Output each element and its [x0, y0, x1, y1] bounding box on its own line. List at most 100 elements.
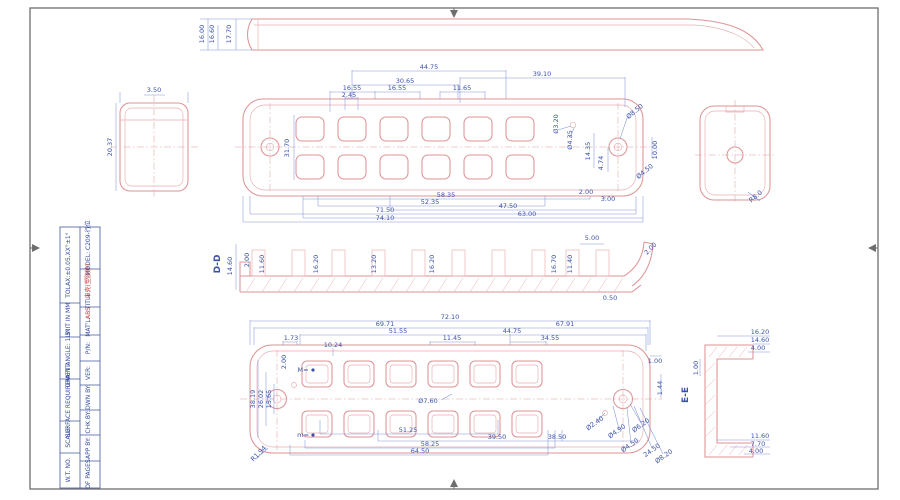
dim-label: 16.00	[198, 25, 206, 44]
dim-label: 4.00	[749, 447, 763, 455]
dim-label: 52.35	[421, 198, 440, 206]
dim-label: 51.55	[389, 327, 408, 335]
front-buttons	[295, 116, 535, 180]
button-hole	[385, 360, 417, 388]
dim-label: 10.00	[651, 141, 659, 160]
dim-label: 1.73	[284, 334, 298, 342]
dim-label: 7.70	[751, 440, 765, 448]
button-hole	[301, 410, 333, 438]
dim-label: 11.40	[566, 255, 574, 274]
section-dd: D-D 14.60 2.00 11.60 16.20 13.20 16.20 5…	[213, 234, 659, 302]
dim-label: 71.50	[376, 206, 395, 214]
dim-label: 11.60	[258, 255, 266, 274]
dim-label: 14.60	[751, 336, 770, 344]
dim-label: 51.25	[399, 426, 418, 434]
dim-label: 64.50	[411, 447, 430, 455]
section-dd-label: D-D	[213, 255, 223, 274]
dim-label: 2.45	[342, 91, 356, 99]
dim-label: 17.70	[225, 25, 233, 44]
dim-label: 11.65	[453, 84, 472, 92]
dim-label: 3.50	[147, 86, 161, 94]
button-hole	[421, 116, 451, 142]
app-by-field: APP BY:	[85, 437, 92, 459]
button-hole	[337, 154, 367, 180]
dim-label: 2.00	[579, 188, 593, 196]
dim-label: 30.65	[396, 77, 415, 85]
button-hole	[463, 116, 493, 142]
button-hole	[427, 410, 459, 438]
chk-by-field: CHK BY:	[85, 410, 92, 433]
button-hole	[385, 410, 417, 438]
dim-label: 63.00	[518, 210, 537, 218]
dim-label: 39.50	[488, 433, 507, 441]
dim-label: 4.74	[597, 156, 605, 170]
material-value: ABS	[85, 307, 92, 319]
back-view: M= m= 72.10 69.71 67.91 51.55 44.75 1.73…	[240, 313, 674, 465]
dim-label: 58.25	[421, 440, 440, 448]
dim-label: R1.94	[249, 444, 268, 463]
m-mark: M=	[297, 366, 308, 374]
dim-label: 34.55	[541, 334, 560, 342]
dim-label: 3.00	[601, 195, 615, 203]
dim-label: 13.20	[370, 255, 378, 274]
dim-label: 16.20	[428, 255, 436, 274]
right-end-view: R8.0	[695, 100, 775, 204]
button-hole	[421, 154, 451, 180]
button-hole	[427, 360, 459, 388]
dim-label: 58.35	[437, 191, 456, 199]
button-hole	[379, 116, 409, 142]
dim-label: 16.70	[550, 255, 558, 274]
button-hole	[469, 360, 501, 388]
dim-label: 44.75	[420, 63, 439, 71]
tolerance-note: TOLAX:±0.05,XX°±1°	[65, 232, 72, 298]
dim-label: 10.24	[324, 341, 343, 349]
ver-field: VER:	[85, 366, 92, 380]
wt-no-field: W.T. NO.	[65, 458, 72, 483]
dim-label: 16.55	[343, 84, 362, 92]
button-hole	[295, 154, 325, 180]
dim-label: 14.60	[226, 257, 234, 276]
dim-label: 16.20	[751, 328, 770, 336]
button-hole	[379, 154, 409, 180]
dim-label: Ø3.20	[552, 114, 560, 134]
title-label: TITLE:	[85, 291, 92, 310]
dim-label: 69.71	[376, 320, 395, 328]
dim-label: 1.00	[692, 361, 700, 375]
dim-label: 0.50	[603, 294, 617, 302]
dim-label: 11.45	[443, 334, 462, 342]
dim-label: 38.50	[548, 433, 567, 441]
dim-label: 20.37	[106, 138, 114, 157]
button-hole	[343, 410, 375, 438]
dim-label: 2.00	[280, 355, 288, 369]
dim-label: 47.50	[499, 202, 518, 210]
dim-label: 2.00	[243, 253, 251, 267]
dim-label: 2.00	[643, 241, 659, 257]
dim-label: 16.20	[312, 255, 320, 274]
dim-label: 67.91	[556, 320, 575, 328]
dim-label: 14.35	[584, 142, 592, 161]
dim-label: 4.00	[751, 344, 765, 352]
button-hole	[295, 116, 325, 142]
dim-label: 1.44	[656, 381, 664, 395]
button-hole	[463, 154, 493, 180]
dim-label: Ø2.40	[585, 414, 606, 432]
surface-note: SURFACE REQUIREMENT:	[65, 363, 72, 437]
dim-label: 15.65	[265, 390, 273, 409]
dim-label: 16.55	[388, 84, 407, 92]
dim-label: 44.75	[503, 327, 522, 335]
pages-field: OF PAGES	[85, 459, 92, 489]
dim-label: 26.02	[257, 390, 265, 409]
button-hole	[511, 360, 543, 388]
dim-label: Ø4.50	[635, 162, 655, 181]
back-buttons	[301, 360, 543, 438]
dim-label: Ø4.90	[607, 422, 628, 440]
dim-label: Ø7.60	[418, 397, 438, 405]
title-block: TOLAX:±0.05,XX°±1° UNIT IN MM DRAFT ANGL…	[59, 220, 101, 489]
unit-note: UNIT IN MM	[65, 303, 72, 338]
top-side-view: 16.00 16.60 17.70	[198, 18, 764, 51]
section-ee-label: E-E	[681, 387, 691, 403]
dd-ribs	[251, 249, 610, 277]
pn-field: P/N:	[85, 342, 92, 354]
drawing-frame	[29, 7, 879, 490]
scale-field: SCALE:	[65, 426, 72, 447]
